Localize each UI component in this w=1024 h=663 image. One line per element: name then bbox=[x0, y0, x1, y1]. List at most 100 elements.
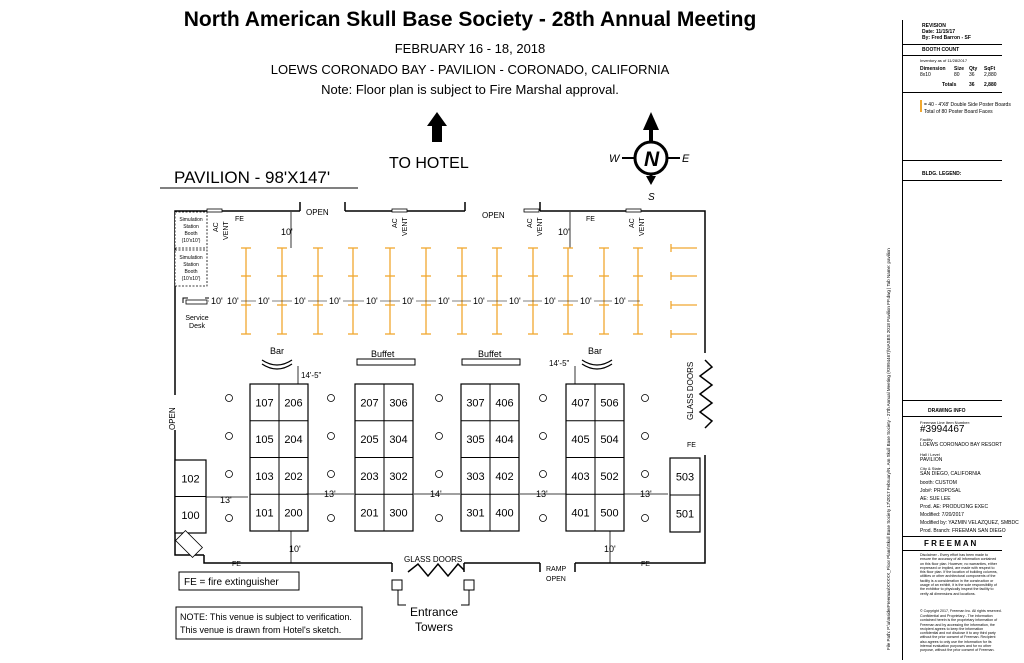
tb-hall: PAVILION bbox=[920, 457, 943, 463]
poster-board-right-3[interactable] bbox=[670, 301, 697, 309]
tb-prod-branch: Prod. Branch: FREEMAN SAN DIEGO bbox=[920, 528, 1006, 534]
simulation-station-booth-2[interactable]: Simulation Station Booth (10'x10') bbox=[174, 249, 208, 287]
booth-102[interactable]: 102 bbox=[181, 473, 199, 485]
booth-201[interactable]: 201 bbox=[360, 508, 378, 520]
poster-board-3[interactable] bbox=[313, 247, 323, 335]
poster-dim-11: 10' bbox=[544, 296, 556, 306]
bar-right[interactable]: Bar bbox=[581, 346, 613, 370]
poster-board-9[interactable] bbox=[528, 247, 538, 335]
venue-note-box bbox=[175, 606, 363, 640]
tb-row1-qty: 36 bbox=[969, 72, 975, 78]
column bbox=[435, 432, 443, 440]
svg-text:VENT: VENT bbox=[223, 221, 230, 240]
dim-10-bottom-right: 10' bbox=[604, 544, 616, 554]
tb-hall-label: Hall / Level bbox=[920, 452, 940, 457]
booth-305[interactable]: 305 bbox=[466, 434, 484, 446]
buffet-left[interactable]: Buffet bbox=[356, 349, 416, 366]
tb-modified-by: Modified by: YAZMIN VELAZQUEZ, SMBDC bbox=[920, 520, 1019, 526]
poster-board-1[interactable] bbox=[241, 247, 251, 335]
booth-307[interactable]: 307 bbox=[466, 397, 484, 409]
entrance-towers[interactable]: Entrance Towers bbox=[391, 579, 475, 634]
booth-405[interactable]: 405 bbox=[571, 434, 589, 446]
column bbox=[225, 470, 233, 478]
booth-503[interactable]: 503 bbox=[676, 472, 694, 484]
tb-job-status: Job#: PROPOSAL bbox=[920, 488, 962, 494]
column bbox=[539, 394, 547, 402]
poster-board-11[interactable] bbox=[599, 247, 609, 335]
fe-label-1: FE bbox=[235, 216, 244, 223]
booth-406[interactable]: 406 bbox=[495, 397, 513, 409]
poster-board-2[interactable] bbox=[277, 247, 287, 335]
booth-501[interactable]: 501 bbox=[676, 509, 694, 521]
tb-city-label: City & State bbox=[920, 466, 942, 471]
event-dates: FEBRUARY 16 - 18, 2018 bbox=[394, 41, 546, 56]
booth-404[interactable]: 404 bbox=[495, 434, 513, 446]
buffet-right[interactable]: Buffet bbox=[461, 349, 521, 366]
to-hotel-label: TO HOTEL bbox=[389, 155, 469, 172]
column bbox=[327, 514, 335, 522]
booth-402[interactable]: 402 bbox=[495, 471, 513, 483]
service-desk[interactable]: Service Desk bbox=[182, 297, 211, 330]
booth-304[interactable]: 304 bbox=[389, 434, 407, 446]
tb-row1-size: 80 bbox=[954, 72, 960, 78]
poster-board-12[interactable] bbox=[633, 247, 643, 335]
booth-502[interactable]: 502 bbox=[600, 471, 618, 483]
glass-doors-bottom-label: GLASS DOORS bbox=[404, 555, 462, 564]
booth-207[interactable]: 207 bbox=[360, 397, 378, 409]
booth-100[interactable]: 100 bbox=[181, 510, 199, 522]
compass-n: N bbox=[644, 148, 660, 171]
column bbox=[225, 394, 233, 402]
booth-301[interactable]: 301 bbox=[466, 508, 484, 520]
poster-board-8[interactable] bbox=[492, 247, 502, 335]
booth-400[interactable]: 400 bbox=[495, 508, 513, 520]
corner-fixture bbox=[174, 529, 204, 559]
booth-206[interactable]: 206 bbox=[284, 397, 302, 409]
tb-freeman-line: Freeman Line Item Number: bbox=[920, 420, 971, 425]
tb-row1-sqft: 2,880 bbox=[984, 72, 997, 78]
ac-vent-2: AC VENT bbox=[391, 208, 409, 236]
booth-205[interactable]: 205 bbox=[360, 434, 378, 446]
booth-103[interactable]: 103 bbox=[255, 471, 273, 483]
poster-board-6[interactable] bbox=[421, 247, 431, 335]
booth-200[interactable]: 200 bbox=[284, 508, 302, 520]
booth-303[interactable]: 303 bbox=[466, 471, 484, 483]
booth-504[interactable]: 504 bbox=[600, 434, 618, 446]
svg-text:(10'x10'): (10'x10') bbox=[182, 238, 201, 244]
tb-bldg-legend: BLDG. LEGEND: bbox=[922, 171, 962, 177]
booth-401[interactable]: 401 bbox=[571, 508, 589, 520]
compass-icon: N W E S bbox=[609, 112, 690, 203]
booth-500[interactable]: 500 bbox=[600, 508, 618, 520]
poster-board-4[interactable] bbox=[348, 247, 358, 335]
tb-qty: Qty bbox=[969, 66, 978, 72]
file-path-strip: File Path: P:\a\InsiderFreeman\XXXXX_Flo… bbox=[880, 110, 896, 650]
booth-506[interactable]: 506 bbox=[600, 397, 618, 409]
poster-board-7[interactable] bbox=[457, 247, 467, 335]
tb-freeman-logo: F R E E M A N bbox=[924, 539, 977, 548]
booth-203[interactable]: 203 bbox=[360, 471, 378, 483]
poster-dim-2: 10' bbox=[227, 296, 239, 306]
booth-202[interactable]: 202 bbox=[284, 471, 302, 483]
poster-board-5[interactable] bbox=[385, 247, 395, 335]
title-block: REVISION Date: 11/15/17 By: Fred Barron … bbox=[902, 20, 1019, 660]
booth-403[interactable]: 403 bbox=[571, 471, 589, 483]
booth-107[interactable]: 107 bbox=[255, 397, 273, 409]
poster-board-right-2[interactable] bbox=[670, 272, 697, 280]
booth-105[interactable]: 105 bbox=[255, 434, 273, 446]
booth-101[interactable]: 101 bbox=[255, 508, 273, 520]
poster-board-10[interactable] bbox=[563, 247, 573, 335]
fe-label-3: FE bbox=[687, 442, 696, 449]
booth-302[interactable]: 302 bbox=[389, 471, 407, 483]
dim-14-5-right: 14'-5" bbox=[549, 359, 570, 368]
booth-407[interactable]: 407 bbox=[571, 397, 589, 409]
booth-300[interactable]: 300 bbox=[389, 508, 407, 520]
compass-w: W bbox=[609, 153, 621, 165]
bar-left[interactable]: Bar bbox=[261, 346, 293, 370]
dim-10-bottom-left: 10' bbox=[289, 544, 301, 554]
poster-board-right-4[interactable] bbox=[670, 330, 697, 338]
booth-204[interactable]: 204 bbox=[284, 434, 302, 446]
booth-306[interactable]: 306 bbox=[389, 397, 407, 409]
svg-text:Service: Service bbox=[185, 315, 208, 322]
poster-dim-12: 10' bbox=[580, 296, 592, 306]
poster-board-right-1[interactable] bbox=[670, 244, 697, 252]
simulation-station-booth-1[interactable]: Simulation Station Booth (10'x10') bbox=[174, 211, 208, 249]
